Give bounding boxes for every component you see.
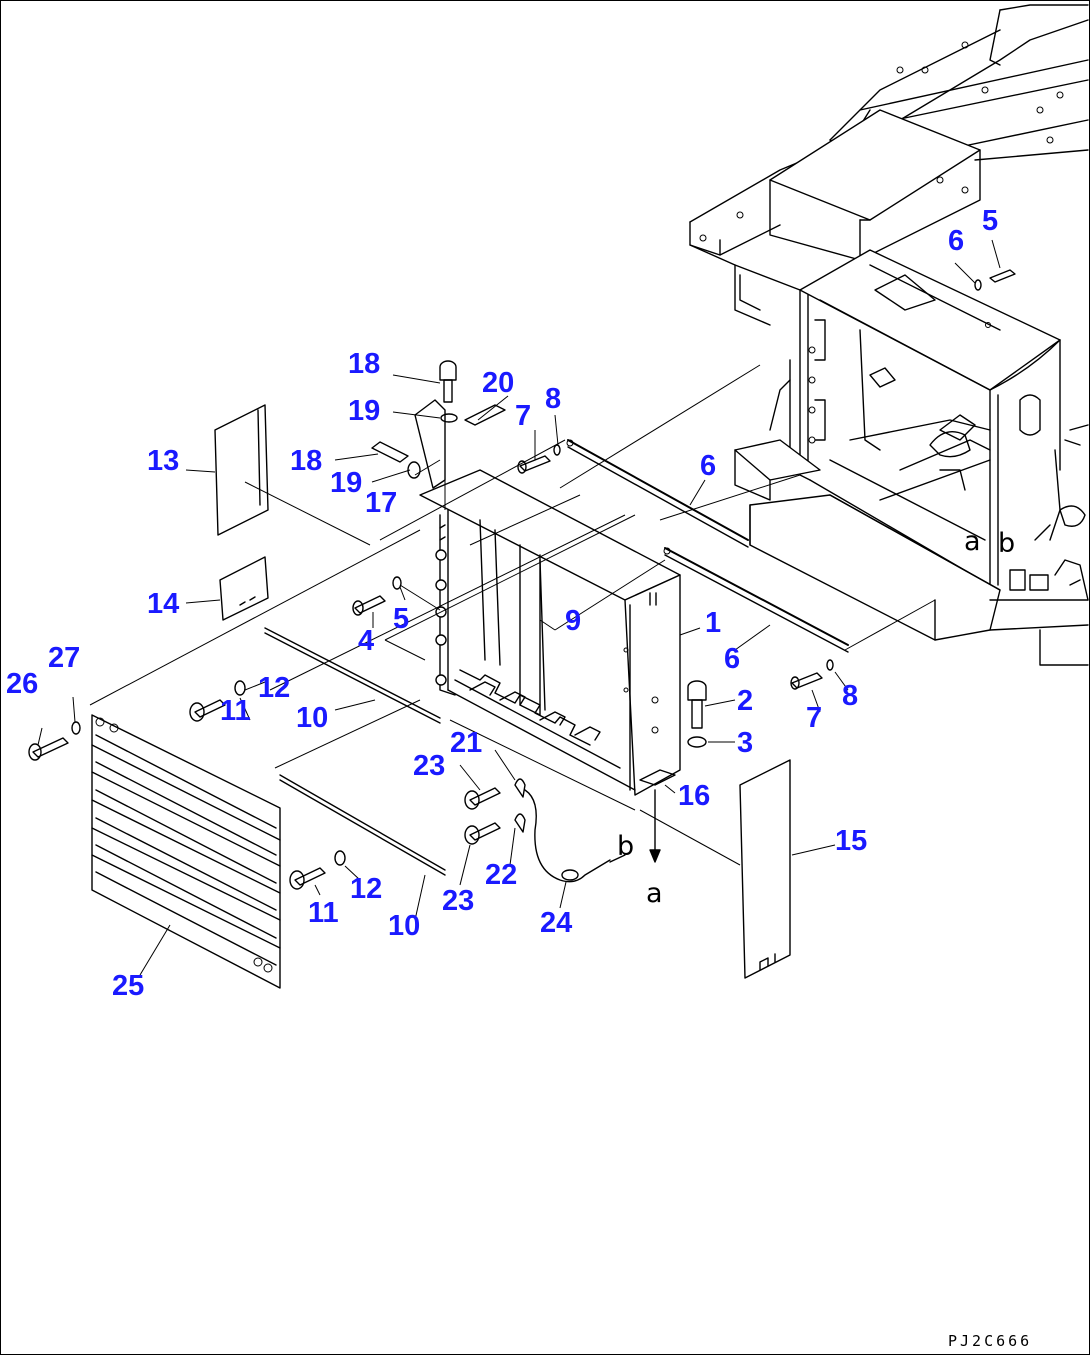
callout-17: 17 [365, 487, 397, 519]
grille-25 [91, 714, 281, 989]
bolt-11-upper [189, 680, 246, 722]
machine-frame [689, 4, 1089, 666]
callout-9: 9 [565, 605, 581, 637]
callout-10-lower: 10 [388, 910, 420, 942]
callout-19-mid: 19 [330, 467, 362, 499]
bolt-23-upper [464, 787, 501, 810]
bolt-26 [28, 721, 81, 761]
callout-14: 14 [147, 588, 179, 620]
rod-10-upper [264, 627, 441, 724]
assembly-lines [89, 364, 936, 866]
bolt-4-left [352, 576, 402, 616]
callout-20: 20 [482, 367, 514, 399]
callout-4-left: 4 [358, 625, 374, 657]
bolt-7-upper [517, 444, 561, 474]
callout-24: 24 [540, 907, 572, 939]
callout-3: 3 [737, 727, 753, 759]
callout-18-mid: 18 [290, 445, 322, 477]
callout-15: 15 [835, 825, 867, 857]
bolt-23-lower [464, 822, 501, 845]
ref-letter-b-cable: b [617, 831, 634, 862]
clip-21-22 [514, 778, 526, 833]
callout-2: 2 [737, 685, 753, 717]
bolt-11-lower [289, 850, 346, 890]
callout-5-left: 5 [393, 603, 409, 635]
callout-22: 22 [485, 859, 517, 891]
callout-23-lower: 23 [442, 885, 474, 917]
callout-26: 26 [6, 668, 38, 700]
battery-box [419, 469, 681, 863]
rod-6-lower [663, 547, 849, 653]
callout-1: 1 [705, 607, 721, 639]
rod-6-upper [566, 439, 749, 548]
callout-21: 21 [450, 727, 482, 759]
cable-24 [524, 789, 626, 883]
callout-7-upper: 7 [515, 400, 531, 432]
callout-5-right: 6 [948, 225, 964, 257]
callout-leaders [37, 239, 1001, 976]
ref-letter-a-box: a [646, 878, 663, 909]
callout-25: 25 [112, 970, 144, 1002]
callout-11-upper: 11 [220, 695, 251, 727]
callout-19-top: 19 [348, 395, 380, 427]
callout-16: 16 [678, 780, 710, 812]
cover-14 [219, 556, 269, 621]
callout-6-upper: 6 [700, 450, 716, 482]
callout-18-top: 18 [348, 348, 380, 380]
callout-8-upper: 8 [545, 383, 561, 415]
callout-10-upper: 10 [296, 702, 328, 734]
callout-8-lower: 8 [842, 680, 858, 712]
callout-11-lower: 11 [308, 897, 339, 929]
callout-12-lower: 12 [350, 873, 382, 905]
callout-13: 13 [147, 445, 179, 477]
callout-23-upper: 23 [413, 750, 445, 782]
bolt-2 [687, 680, 707, 748]
cover-15 [739, 759, 791, 979]
callout-12-upper: 12 [258, 672, 290, 704]
callout-4-right: 5 [982, 205, 998, 237]
callout-27: 27 [48, 642, 80, 674]
cover-13 [214, 404, 269, 536]
callout-7-lower: 7 [806, 702, 822, 734]
ref-letter-a-machine: a [964, 526, 981, 557]
bolt-4-right [974, 269, 1016, 291]
drawing-code: PJ2C666 [948, 1332, 1032, 1350]
reference-letters: a b a b [617, 526, 1015, 909]
callout-labels: 18 20 19 7 8 18 19 17 13 14 6 5 6 9 1 5 … [6, 205, 998, 1002]
callout-6-lower: 6 [724, 643, 740, 675]
bolt-7-lower [790, 659, 834, 690]
rod-10-lower [279, 774, 446, 876]
ref-letter-b-machine: b [998, 528, 1015, 559]
